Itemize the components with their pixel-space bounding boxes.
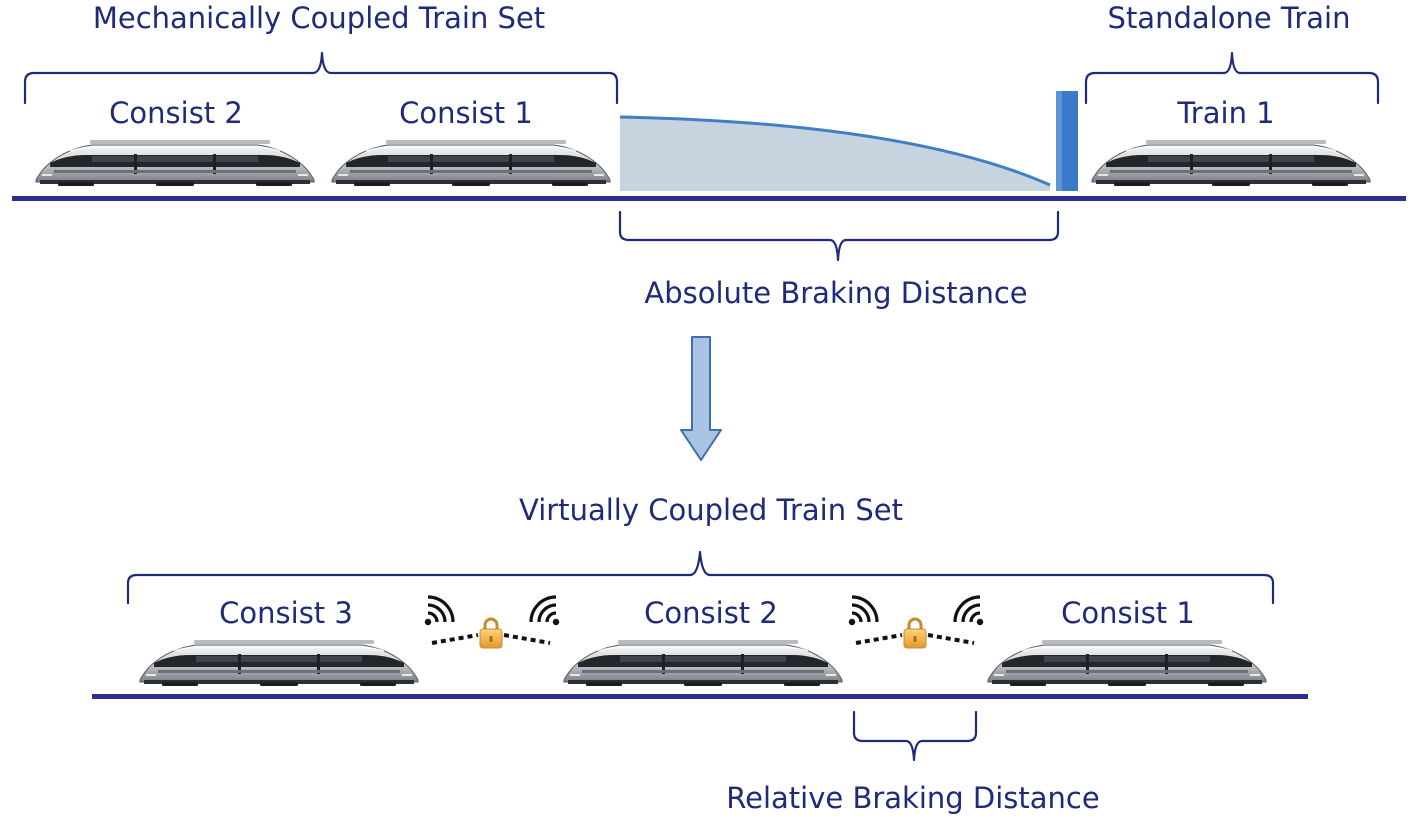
top-track — [12, 196, 1406, 201]
consist-label: Consist 3 — [219, 596, 353, 630]
consist-label: Consist 1 — [399, 96, 533, 130]
padlock-icon — [478, 617, 504, 650]
relative-braking-brace — [852, 710, 978, 762]
bottom-track — [92, 694, 1308, 699]
down-arrow-icon — [680, 336, 722, 461]
relative-braking-label: Relative Braking Distance — [726, 781, 1099, 815]
padlock-icon — [902, 617, 928, 650]
standalone-group-label: Standalone Train — [1108, 1, 1351, 35]
train-icon — [35, 139, 315, 187]
train-icon — [331, 139, 611, 187]
mechanical-group-label: Mechanically Coupled Train Set — [93, 1, 545, 35]
absolute-braking-curve — [619, 115, 1051, 187]
consist-label: Consist 2 — [109, 96, 243, 130]
absolute-braking-area — [620, 117, 1050, 191]
coupling-link-dotted — [431, 633, 551, 645]
mechanical-group-brace — [23, 51, 619, 105]
consist-label: Consist 1 — [1061, 596, 1195, 630]
virtual-group-label: Virtually Coupled Train Set — [519, 493, 903, 527]
absolute-braking-brace — [618, 210, 1060, 262]
consist-label: Consist 2 — [644, 596, 778, 630]
virtual-group-brace — [126, 550, 1275, 605]
wireless-signal-icon — [847, 595, 879, 627]
coupling-link-dotted — [855, 633, 975, 645]
wireless-signal-icon — [423, 595, 455, 627]
absolute-braking-label: Absolute Braking Distance — [644, 276, 1027, 310]
train-icon — [139, 639, 419, 687]
train-icon — [1091, 139, 1371, 187]
wireless-signal-icon — [529, 595, 561, 627]
wireless-signal-icon — [953, 595, 985, 627]
standalone-group-brace — [1084, 51, 1380, 105]
train-icon — [563, 639, 843, 687]
consist-label: Train 1 — [1176, 96, 1274, 130]
train-icon — [987, 639, 1267, 687]
